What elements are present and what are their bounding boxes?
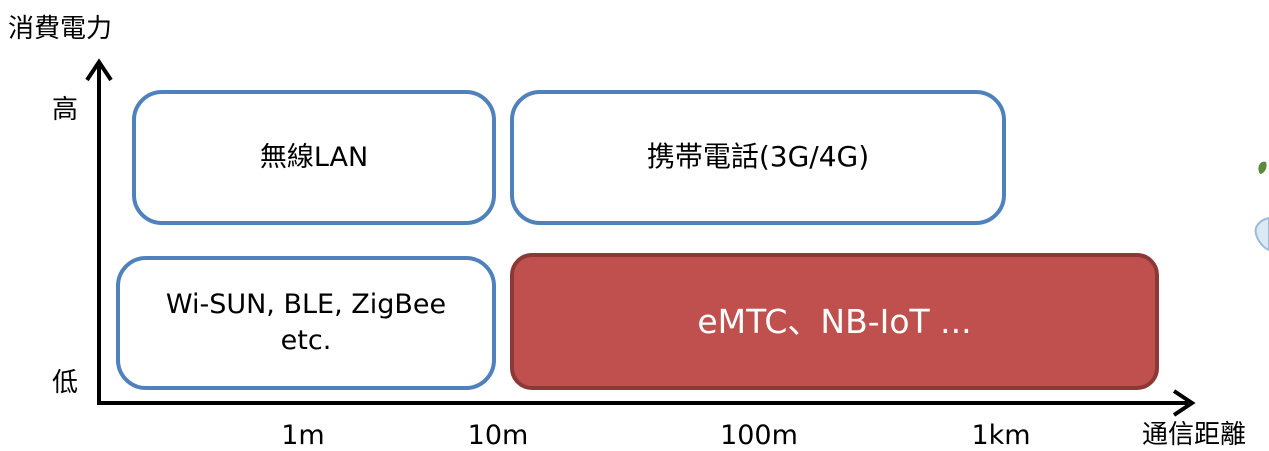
lpwa-label: eMTC、NB-IoT ...: [697, 301, 972, 341]
lpwa-box: eMTC、NB-IoT ...: [510, 253, 1159, 390]
y-axis-low-label: 低: [52, 368, 79, 398]
y-axis-title: 消費電力: [8, 14, 113, 44]
y-axis-high-label: 高: [52, 95, 79, 125]
x-axis-title: 通信距離: [1142, 420, 1247, 450]
leaf-icon: [1258, 161, 1267, 174]
y-axis-arrowhead: [85, 58, 113, 82]
wireless-lan-box: 無線LAN: [132, 90, 496, 225]
edge-decoration: [1254, 161, 1269, 252]
cellular-box: 携帯電話(3G/4G): [510, 90, 1006, 225]
short-range-box: Wi-SUN, BLE, ZigBee etc.: [116, 256, 496, 390]
cellular-label: 携帯電話(3G/4G): [646, 140, 870, 174]
x-axis-arrowhead: [1172, 389, 1196, 417]
bubble-shape: [1254, 216, 1269, 252]
short-range-label-line1: Wi-SUN, BLE, ZigBee: [165, 289, 447, 321]
short-range-label-line2: etc.: [280, 325, 332, 356]
wireless-lan-label: 無線LAN: [259, 141, 369, 173]
